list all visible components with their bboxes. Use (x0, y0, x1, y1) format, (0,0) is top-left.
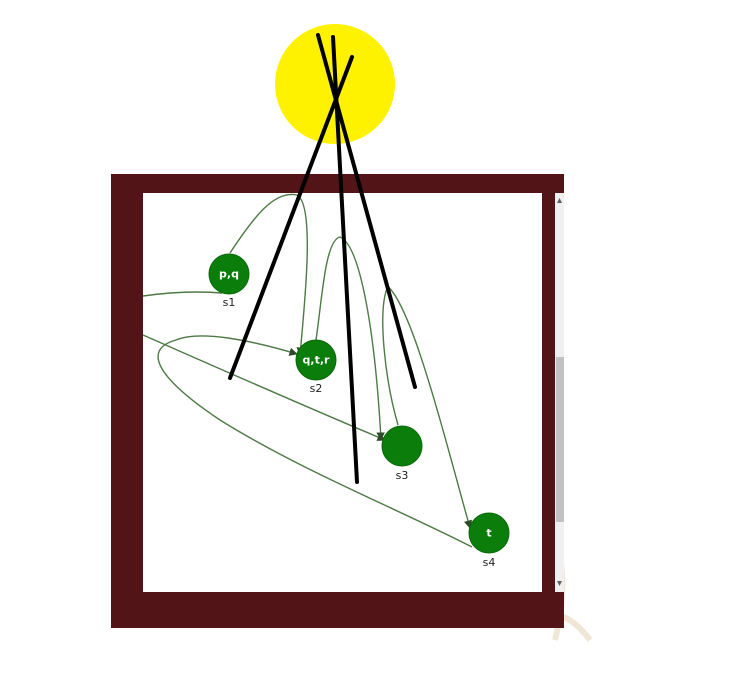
graph-node-s2[interactable]: q,t,r s2 (295, 339, 337, 395)
vertical-scrollbar[interactable] (555, 193, 564, 592)
graph-node-s1[interactable]: p,q s1 (208, 253, 250, 309)
node-text: t (486, 527, 491, 540)
triangle-down-icon[interactable] (557, 581, 562, 586)
node-circle[interactable] (295, 339, 337, 381)
node-circle[interactable] (208, 253, 250, 295)
node-text: q,t,r (303, 354, 330, 367)
overlay-lines (228, 33, 417, 484)
edge-to-s2 (175, 335, 298, 356)
edge-s1-out (142, 291, 223, 297)
node-circle[interactable] (381, 425, 423, 467)
edge-s3-s4 (384, 283, 473, 529)
triangle-up-icon[interactable] (557, 198, 562, 203)
node-text: p,q (219, 268, 239, 281)
overlay-line (316, 33, 417, 389)
node-label: s3 (396, 469, 409, 482)
node-circle[interactable] (468, 512, 510, 554)
node-label: s2 (310, 382, 323, 395)
edge-s1-s3 (142, 334, 386, 441)
scrollbar-thumb[interactable] (556, 357, 564, 522)
node-label: s1 (223, 296, 236, 309)
graph-node-s3[interactable]: s3 (381, 425, 423, 482)
graph-node-s4[interactable]: t s4 (468, 512, 510, 569)
edge-s3-self (382, 285, 399, 426)
node-label: s4 (483, 556, 496, 569)
edge-s1-s4 (157, 339, 473, 548)
overlay-line (228, 55, 354, 380)
